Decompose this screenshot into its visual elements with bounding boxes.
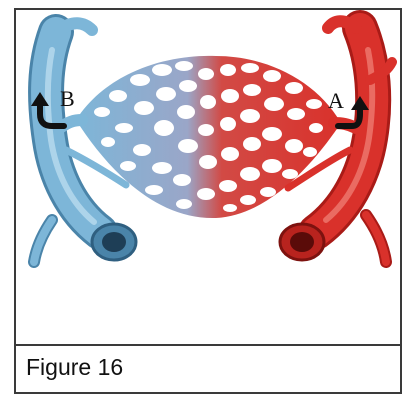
label-a: A <box>328 88 344 113</box>
figure-caption: Figure 16 <box>26 356 123 379</box>
caption-divider <box>16 344 400 346</box>
label-b: B <box>60 86 75 111</box>
capillary-bed-diagram: B A <box>16 10 400 344</box>
capillary-bed-svg: B A <box>16 10 400 344</box>
capillary-bed <box>60 56 356 218</box>
figure-frame: B A Figure 16 <box>14 8 402 394</box>
